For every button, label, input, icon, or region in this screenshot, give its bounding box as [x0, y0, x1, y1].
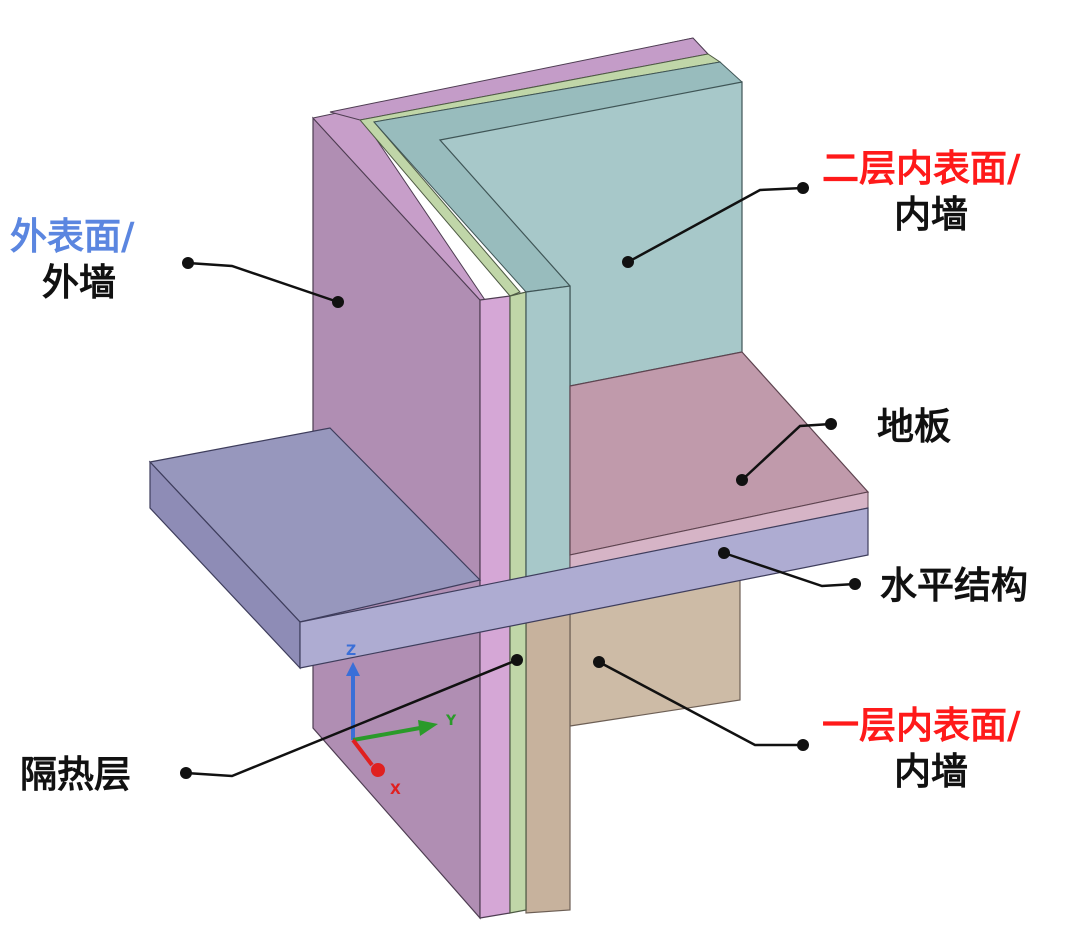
dot-second-inner	[622, 256, 634, 268]
leader-insulation	[185, 658, 518, 778]
dot-outer-surface	[332, 296, 344, 308]
second-floor-inner-wall	[373, 61, 743, 586]
label-first-inner-main: 内墙	[894, 750, 968, 793]
axis-y-label: Y	[445, 713, 457, 729]
dot-first-end	[797, 739, 809, 751]
label-second-inner-accent: 二层内表面/	[822, 147, 1021, 190]
dot-horizontal-end	[849, 578, 861, 590]
floor-slab-top	[569, 351, 870, 571]
label-horizontal-main: 水平结构	[880, 564, 1028, 607]
leader-second-inner	[627, 186, 804, 264]
label-second-inner: 二层内表面/ 内墙	[822, 146, 1021, 238]
label-outer-surface-main: 外墙	[42, 261, 116, 304]
axis-triad: Z Y X	[346, 643, 457, 798]
label-insulation-main: 隔热层	[20, 753, 131, 796]
leader-first-inner	[598, 660, 803, 747]
leader-horizontal	[723, 551, 856, 588]
dot-first-inner	[593, 656, 605, 668]
label-first-inner: 一层内表面/ 内墙	[822, 703, 1021, 795]
dot-insulation-end	[180, 767, 192, 779]
dot-floor-end	[825, 418, 837, 430]
leader-floor	[741, 422, 832, 481]
label-horizontal-structure: 水平结构	[880, 563, 1028, 609]
leader-lines	[185, 186, 856, 778]
label-first-inner-accent: 一层内表面/	[822, 704, 1021, 747]
label-insulation: 隔热层	[20, 752, 131, 798]
label-floor: 地板	[877, 404, 951, 450]
dot-floor	[736, 474, 748, 486]
axis-z-label: Z	[346, 643, 356, 659]
label-second-inner-main: 内墙	[894, 193, 968, 236]
dot-outer-end	[182, 257, 194, 269]
dot-insulation	[511, 654, 523, 666]
dot-horizontal	[718, 547, 730, 559]
label-outer-surface: 外表面/ 外墙	[10, 214, 135, 306]
leader-outer-surface	[187, 261, 339, 304]
axis-x-label: X	[390, 782, 401, 798]
label-outer-surface-accent: 外表面/	[10, 215, 135, 258]
dot-second-end	[797, 182, 809, 194]
leader-dots	[180, 182, 861, 779]
label-floor-main: 地板	[877, 405, 951, 448]
